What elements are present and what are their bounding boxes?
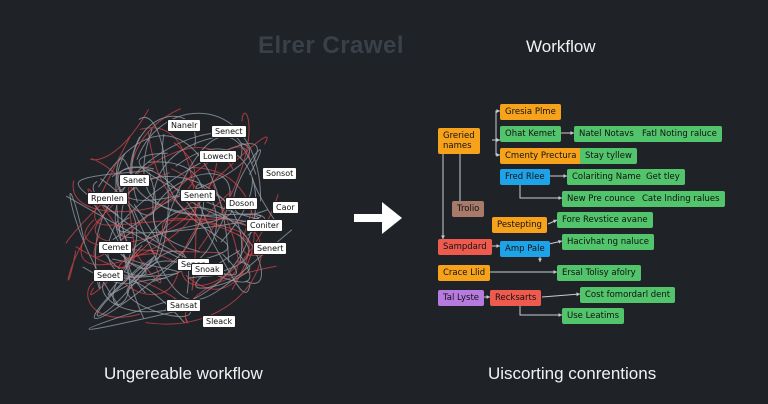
tangle-edge [96, 255, 156, 317]
tangle-edge [100, 178, 138, 296]
flow-node-newpre[interactable]: New Pre counce [562, 191, 641, 207]
tangle-node-label: Rpenlen [88, 193, 127, 204]
tangle-edge [94, 136, 230, 226]
tangle-edge [87, 274, 189, 318]
flow-node-cmenty[interactable]: Cmenty Prectura [500, 148, 582, 164]
tangle-edge [198, 112, 250, 250]
flow-node-tal[interactable]: Tal Lyste [438, 290, 485, 306]
flow-node-stay[interactable]: Stay tyllew [580, 148, 637, 164]
flow-node-recksarts[interactable]: Recksarts [490, 290, 542, 306]
flow-arrowhead [486, 295, 490, 299]
tangle-edge [220, 177, 277, 243]
tangle-edge [67, 172, 171, 281]
flow-node-ersal[interactable]: Ersal Tolisy afolry [557, 265, 641, 281]
tangle-edge [154, 136, 257, 261]
tangle-edge [121, 175, 243, 263]
tangle-node-label: Lowech [200, 151, 237, 162]
flow-arrowhead [553, 270, 557, 274]
flow-arrowhead [441, 235, 445, 239]
right-caption: Uiscorting conrentions [488, 364, 657, 383]
flow-arrowhead [570, 131, 574, 135]
right-arrow-icon [354, 202, 402, 234]
tangle-edge [94, 153, 219, 243]
flow-connector [519, 183, 562, 199]
tangle-node-label: Senert [254, 243, 287, 254]
tangle-edge [161, 133, 229, 263]
flow-node-trolio[interactable]: Trolio [452, 201, 485, 217]
tangle-edge [102, 276, 186, 324]
flow-arrowhead [558, 239, 562, 244]
flow-connector [492, 139, 500, 156]
flow-arrowhead [576, 292, 580, 297]
workflow-title: Workflow [526, 37, 596, 56]
tangle-edge [93, 146, 251, 258]
flow-connector [492, 110, 500, 141]
flow-connector [519, 304, 562, 316]
flow-node-get[interactable]: Get tley [641, 169, 685, 185]
tangle-node-label: Doson [226, 198, 258, 209]
flow-arrowhead [558, 313, 562, 317]
flow-arrowhead [538, 258, 542, 262]
faint-background-title: Elrer Crawel [258, 32, 405, 59]
flow-node-fore[interactable]: Fore Revstice avane [557, 212, 653, 228]
flow-node-gresia[interactable]: Gresia Plme [500, 104, 561, 120]
flow-arrowhead [553, 219, 557, 224]
flow-arrowhead [558, 196, 562, 200]
flow-node-cost[interactable]: Cost fomordarl dent [580, 287, 676, 303]
tangle-node-label: Coniter [247, 220, 283, 231]
flow-node-fatl[interactable]: Fatl Noting raluce [637, 126, 722, 142]
tangle-node-label: Cemet [99, 242, 132, 253]
tangle-edge [115, 132, 243, 248]
tangle-edge [133, 137, 213, 242]
flow-node-fred[interactable]: Fred Rlee [500, 169, 550, 185]
flow-arrowhead [496, 244, 500, 248]
tangle-node-label: Sleack [203, 316, 236, 327]
tangle-edge [143, 207, 262, 284]
flow-node-use[interactable]: Use Leatims [562, 308, 625, 324]
tangle-node-label: Sanet [120, 175, 150, 186]
flow-node-crace[interactable]: Crace Llid [438, 265, 491, 281]
tangle-edge [180, 191, 279, 286]
flow-node-amp[interactable]: Amp Pale [500, 241, 550, 257]
flow-arrowhead [496, 138, 500, 142]
tangle-node-label: Seoet [94, 270, 123, 281]
tangle-edge [139, 127, 197, 291]
tangle-edge [90, 136, 268, 296]
tangle-edge [87, 188, 162, 284]
tangle-node-label: Senent [181, 190, 216, 201]
tangle-edge [115, 158, 145, 319]
tangle-edge [117, 253, 180, 295]
flow-node-sampdard[interactable]: Sampdard [438, 239, 492, 255]
flow-node-ohat[interactable]: Ohat Kemet [500, 126, 561, 142]
tangle-edge [72, 142, 195, 213]
tangle-edge [136, 112, 262, 202]
tangle-node-label: Snoak [192, 264, 223, 275]
flow-connector [541, 293, 581, 298]
left-caption: Ungereable workflow [104, 364, 263, 383]
tangle-node-label: Senect [212, 126, 246, 137]
tangle-edge [93, 257, 181, 319]
flow-node-colariting[interactable]: Colariting Name [567, 169, 646, 185]
tangle-edge [75, 108, 181, 269]
tangle-edge [162, 217, 255, 257]
tangle-edge [104, 161, 205, 277]
flow-arrowhead [563, 174, 567, 178]
tangle-node-label: Caor [273, 202, 298, 213]
flow-node-cate[interactable]: Cate lnding ralues [637, 191, 725, 207]
tangle-edge [80, 168, 199, 266]
tangle-node-label: Sansat [167, 300, 201, 311]
tangle-edge [185, 166, 255, 290]
tangle-node-label: Nanelr [168, 120, 201, 131]
tangle-node-label: Sonsot [263, 168, 297, 179]
tangle-edge [133, 211, 293, 301]
flow-node-pestepting[interactable]: Pestepting [492, 217, 547, 233]
flow-arrowhead [496, 109, 500, 113]
flow-node-greried[interactable]: Greried names [438, 128, 480, 154]
tangle-edge [143, 128, 266, 231]
flow-node-natel[interactable]: Natel Notavs [574, 126, 639, 142]
flow-arrowhead [496, 153, 500, 157]
flow-node-hacivhat[interactable]: Hacivhat ng naluce [562, 234, 655, 250]
tangle-edge [116, 116, 169, 270]
